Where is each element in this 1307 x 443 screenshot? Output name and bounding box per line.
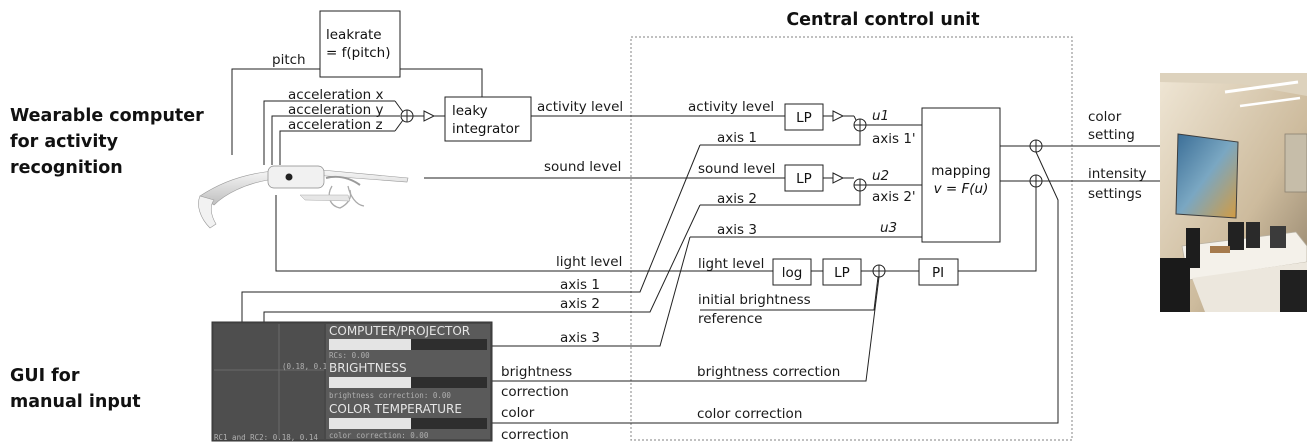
log-label: log bbox=[782, 265, 803, 281]
wearable-glasses-image bbox=[198, 165, 409, 229]
axis1-wire bbox=[241, 144, 701, 322]
activity-level-label-left: activity level bbox=[537, 99, 623, 115]
pi-label: PI bbox=[932, 265, 944, 281]
leaky-integrator-block bbox=[444, 96, 532, 142]
initial-ref-wire bbox=[700, 276, 879, 311]
axis1p-label: axis 1' bbox=[872, 131, 916, 147]
gui-slider-projector[interactable] bbox=[329, 339, 411, 350]
acc-z-label: acceleration z bbox=[288, 117, 383, 133]
acc-z-wire bbox=[279, 130, 395, 165]
axis2-label-outer: axis 2 bbox=[560, 296, 600, 312]
axis1-label-outer: axis 1 bbox=[560, 277, 600, 293]
lp-label-sound: LP bbox=[796, 171, 812, 187]
axis3-label-outer: axis 3 bbox=[560, 330, 600, 346]
u3-label: u3 bbox=[880, 220, 897, 236]
acc-y-label: acceleration y bbox=[288, 102, 383, 118]
mapping-block bbox=[921, 107, 1001, 243]
leakrate-out-wire bbox=[400, 68, 483, 77]
gui-screenshot: (0.18, 0.14) RC1 and RC2: 0.18, 0.14 COM… bbox=[211, 321, 493, 442]
acc-x-wire bbox=[263, 100, 395, 165]
mapping-line1: mapping bbox=[931, 163, 990, 179]
gui-xy-pad[interactable] bbox=[214, 324, 324, 439]
gui-section3-title: COLOR TEMPERATURE bbox=[329, 402, 462, 416]
lp-block-activity bbox=[784, 103, 824, 131]
light-level-label-left: light level bbox=[556, 254, 622, 270]
lp-label-activity: LP bbox=[796, 110, 812, 126]
sound-level-label-left: sound level bbox=[544, 159, 621, 175]
pitch-wire bbox=[231, 68, 320, 155]
axis1-label-inner: axis 1 bbox=[717, 130, 757, 146]
mapping-line2: v = F(u) bbox=[934, 181, 989, 197]
brightness-correction-right: brightness correction bbox=[697, 364, 840, 380]
gain-triangle-activity bbox=[832, 110, 845, 122]
initial-ref-line1: initial brightness bbox=[698, 292, 811, 308]
gui-section3-sub: color correction: 0.00 bbox=[329, 431, 429, 440]
pitch-label: pitch bbox=[272, 52, 306, 68]
color-setting-line2: setting bbox=[1088, 127, 1135, 143]
leakrate-line1: leakrate bbox=[326, 27, 382, 43]
gui-corner-label: RC1 and RC2: 0.18, 0.14 bbox=[214, 433, 318, 442]
gui-section1-title: COMPUTER/PROJECTOR bbox=[329, 324, 470, 338]
brightness-correction-left-1: brightness bbox=[501, 364, 572, 380]
color-correction-right: color correction bbox=[697, 406, 802, 422]
acc-y-wire bbox=[271, 115, 400, 165]
axis2p-wire bbox=[700, 191, 861, 206]
wearable-title-line2: for activity bbox=[10, 132, 119, 152]
axis2p-label: axis 2' bbox=[872, 189, 916, 205]
lp-label-light: LP bbox=[834, 265, 850, 281]
brightness-correction-wire bbox=[491, 276, 880, 382]
brightness-correction-left-2: correction bbox=[501, 384, 569, 400]
sound-level-label-right: sound level bbox=[698, 161, 775, 177]
gui-section2-sub: brightness correction: 0.00 bbox=[329, 391, 451, 400]
axis2-wire bbox=[263, 204, 701, 322]
gui-coord-label: (0.18, 0.14) bbox=[282, 362, 336, 371]
color-correction-left-1: color bbox=[501, 405, 535, 421]
axis3-label-inner: axis 3 bbox=[717, 222, 757, 238]
central-unit-title: Central control unit bbox=[786, 10, 979, 30]
gain-triangle-sound bbox=[832, 172, 845, 184]
room-painting bbox=[1175, 133, 1239, 219]
color-correction-wire bbox=[700, 151, 1059, 424]
room-photo bbox=[1160, 73, 1307, 312]
axis3-wire bbox=[491, 236, 691, 347]
u1-label: u1 bbox=[872, 108, 889, 124]
activity-level-label-right: activity level bbox=[688, 99, 774, 115]
intensity-line2: settings bbox=[1088, 186, 1142, 202]
wearable-title-line3: recognition bbox=[10, 158, 123, 178]
light-level-label-right: light level bbox=[698, 256, 764, 272]
pi-block bbox=[918, 258, 959, 286]
acc-x-join bbox=[394, 100, 404, 113]
light-level-wire bbox=[275, 195, 773, 272]
leakrate-line2: = f(pitch) bbox=[326, 45, 390, 61]
gui-title-line1: GUI for bbox=[10, 366, 80, 386]
axis2-label-inner: axis 2 bbox=[717, 191, 757, 207]
intensity-line1: intensity bbox=[1088, 166, 1147, 182]
gui-slider-brightness[interactable] bbox=[329, 377, 411, 388]
lp-block-light bbox=[822, 258, 862, 286]
central-unit-frame bbox=[630, 36, 1073, 441]
u2-label: u2 bbox=[872, 168, 889, 184]
gain-triangle-accel bbox=[423, 110, 436, 122]
log-block bbox=[772, 258, 812, 286]
color-setting-line1: color bbox=[1088, 109, 1122, 125]
gui-title-line2: manual input bbox=[10, 392, 141, 412]
color-correction-left-2: correction bbox=[501, 427, 569, 443]
leaky-line1: leaky bbox=[452, 103, 488, 119]
acc-x-label: acceleration x bbox=[288, 87, 383, 103]
gui-slider-color[interactable] bbox=[329, 418, 411, 429]
gui-section1-sub: RCs: 0.00 bbox=[329, 351, 370, 360]
leaky-line2: integrator bbox=[452, 121, 520, 137]
pi-output-wire bbox=[958, 187, 1037, 272]
wearable-title-line1: Wearable computer bbox=[10, 106, 204, 126]
gui-section2-title: BRIGHTNESS bbox=[329, 361, 407, 375]
axis1p-wire bbox=[700, 131, 861, 146]
acc-z-join bbox=[394, 119, 404, 132]
initial-ref-line2: reference bbox=[698, 311, 762, 327]
leakrate-block bbox=[319, 10, 401, 78]
